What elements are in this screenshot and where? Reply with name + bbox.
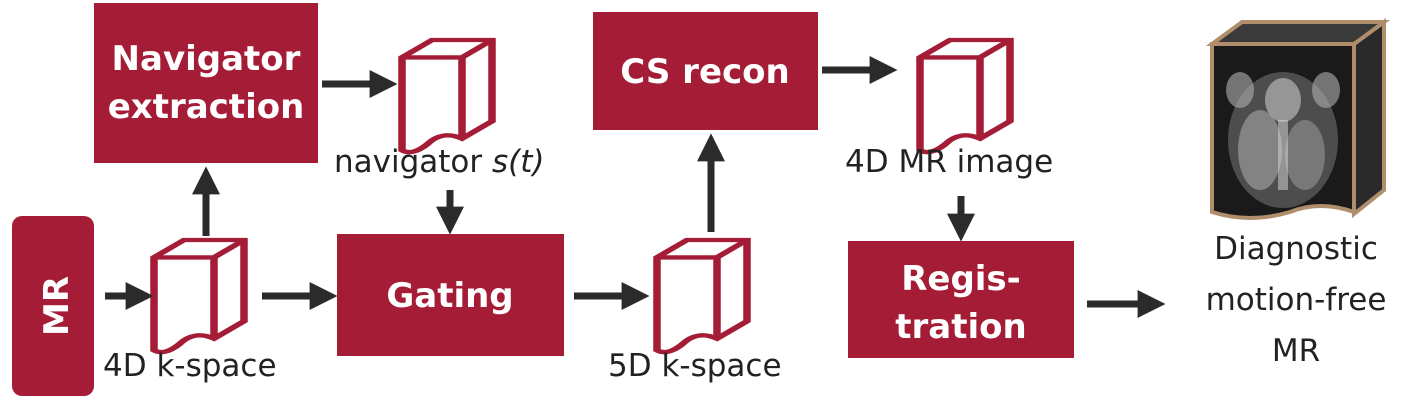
data-cube-icon: [920, 40, 1010, 152]
label-5d-kspace: 5D k-space: [608, 348, 782, 384]
registration-box-line2: tration: [895, 307, 1026, 347]
data-cube-icon: [154, 240, 244, 352]
label-4d-kspace: 4D k-space: [103, 348, 277, 384]
mr-box-label: MR: [37, 276, 77, 336]
registration-box-line1: Regis-: [901, 259, 1021, 299]
cs-recon-box-label: CS recon: [620, 52, 789, 92]
data-cube-icon: [402, 40, 492, 152]
gating-box-label: Gating: [386, 276, 513, 316]
navigator-box-line1: Navigator: [112, 39, 301, 79]
registration-box: Regis- tration: [848, 241, 1074, 358]
navigator-box-line2: extraction: [108, 87, 305, 127]
flow-arrows: [105, 56, 1166, 318]
label-4d-mr-image: 4D MR image: [845, 144, 1053, 180]
gating-box: Gating: [337, 234, 564, 356]
navigator-extraction-box: Navigator extraction: [94, 3, 318, 163]
output-label-line3: MR: [1272, 333, 1320, 369]
mr-source-box: MR: [12, 216, 94, 396]
data-cube-icon: [657, 240, 747, 352]
mr-scan-image-icon: [1205, 18, 1391, 220]
output-label-line2: motion-free: [1206, 282, 1387, 318]
cs-recon-box: CS recon: [593, 12, 818, 130]
output-label-line1: Diagnostic: [1214, 231, 1378, 267]
label-navigator-signal: navigator s(t): [334, 144, 545, 180]
